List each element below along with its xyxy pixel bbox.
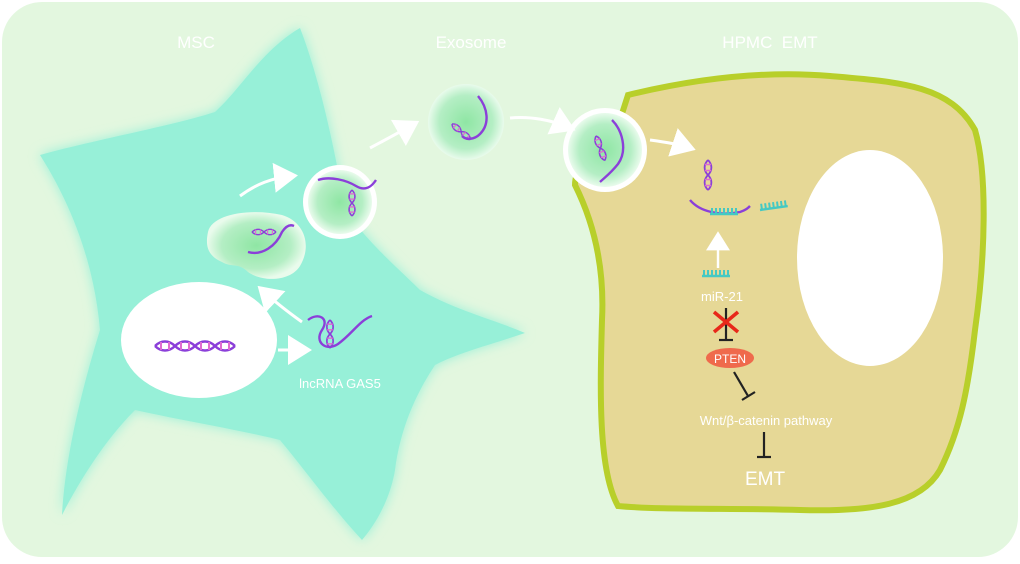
mir21-label: miR-21 [701,289,743,304]
dna-helix-icon [247,224,295,255]
emt-label: EMT [745,469,786,490]
lncrna-label: lncRNA GAS5 [299,376,381,391]
hpmc-emt-title: HPMC EMT [722,33,817,52]
exosome-entering [568,113,642,187]
msc-nucleus [121,282,277,398]
inhibition-line-pten-pathway [733,371,749,397]
arrow-into-hpmc [649,128,696,157]
msc-cell [40,28,525,540]
pten-label: PTEN [714,352,746,366]
arrow-bud-to-exosome [369,119,420,150]
msc-title: MSC [177,33,215,52]
pten-node [706,348,754,368]
inhibition-bar [741,391,756,401]
dna-helix-icon [317,177,377,217]
inhibition-cross-icon [712,310,740,334]
rna-strand-icon [307,314,373,349]
pathway-label: Wnt/β-catenin pathway [700,413,833,428]
dna-helix-icon [592,119,625,183]
internal-vesicle [206,212,306,279]
dna-helix-icon [449,95,488,143]
hpmc-nucleus [797,150,943,366]
arrow-exosome-to-hpmc [509,106,576,135]
arrow-vesicle-to-bud [239,162,298,198]
arrow-lncrna-to-vesicle [257,285,303,324]
exosome-free [428,84,504,160]
rna-strand-icon [689,159,751,215]
exosome-title: Exosome [436,33,507,52]
